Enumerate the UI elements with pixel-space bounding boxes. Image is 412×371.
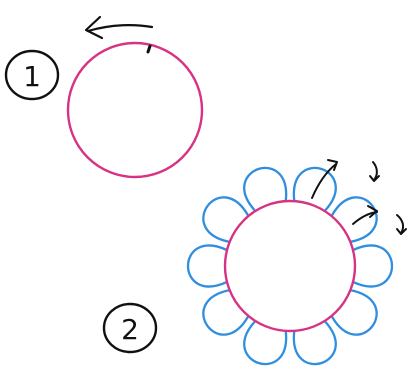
step-2-group: 2 (104, 160, 406, 369)
flower-center-circle (225, 201, 355, 331)
start-tick-mark (148, 46, 150, 52)
step-1-number: 1 (23, 60, 41, 93)
step-1-circle (68, 43, 202, 177)
petal (188, 246, 227, 287)
step-1-badge: 1 (6, 51, 58, 99)
petal (329, 189, 385, 245)
curl-arrow-icon (353, 206, 406, 234)
petal (329, 286, 385, 342)
petal (195, 189, 251, 245)
flower-petals (188, 163, 392, 370)
petal (195, 286, 251, 342)
petal (353, 246, 392, 287)
step-1-group: 1 (6, 17, 202, 177)
step-2-number: 2 (121, 313, 139, 346)
step-2-badge: 2 (104, 304, 156, 352)
arrow-left-icon (86, 17, 152, 38)
curl-arrow-icon (312, 160, 379, 198)
